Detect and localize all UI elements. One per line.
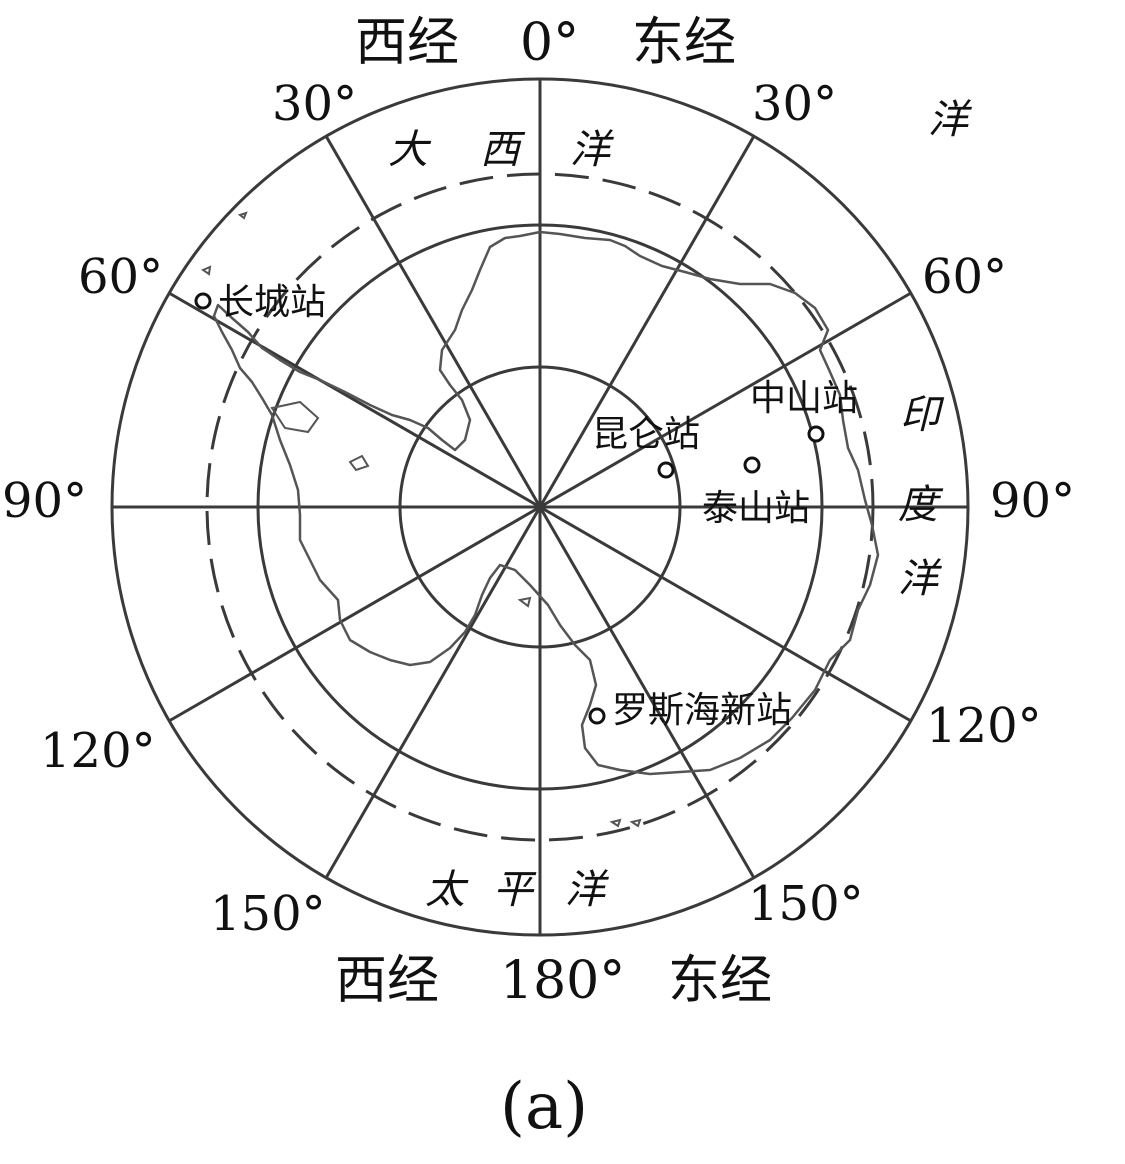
degree-label-90w: 90° — [2, 473, 87, 529]
degree-label-30w: 30° — [272, 76, 357, 132]
top-east-label: 东经 — [632, 13, 736, 73]
island — [237, 211, 248, 220]
meridians — [112, 79, 968, 935]
island — [629, 818, 642, 828]
top-west-label: 西经 — [355, 13, 459, 73]
top-degree-label: 0° — [520, 13, 579, 73]
degree-label-150e: 150° — [748, 876, 864, 932]
station-marker-kunlun[interactable] — [657, 461, 675, 479]
degree-label-30e: 30° — [752, 76, 837, 132]
island — [517, 596, 532, 608]
station-marker-taishan[interactable] — [743, 456, 761, 474]
station-markers — [194, 292, 825, 725]
station-label-zhongshan: 中山站 — [750, 378, 858, 419]
island — [348, 454, 370, 472]
island — [200, 265, 212, 276]
pacific-char-1: 太 — [425, 867, 469, 913]
bottom-east-label: 东经 — [668, 951, 772, 1011]
indian-char-2: 度 — [898, 482, 944, 528]
degree-label-90e: 90° — [990, 473, 1075, 529]
station-marker-ross-sea[interactable] — [588, 707, 606, 725]
ocean-char-top-right: 洋 — [928, 97, 972, 143]
meridian-60e-120w — [168, 291, 912, 723]
atlantic-char-2: 西 — [480, 127, 526, 173]
indian-char-1: 印 — [900, 392, 945, 438]
station-marker-changcheng[interactable] — [194, 292, 212, 310]
island — [609, 818, 622, 828]
degree-label-120e: 120° — [926, 698, 1042, 754]
bottom-west-label: 西经 — [335, 951, 439, 1011]
pacific-char-2: 平 — [493, 867, 537, 913]
station-label-ross-sea: 罗斯海新站 — [612, 690, 792, 731]
indian-char-3: 洋 — [898, 556, 942, 602]
atlantic-char-3: 洋 — [570, 127, 614, 173]
antarctica-coastline — [212, 230, 880, 776]
panel-label: (a) — [500, 1070, 588, 1144]
degree-label-60w: 60° — [78, 249, 163, 305]
station-label-changcheng: 长城站 — [218, 282, 326, 323]
station-marker-zhongshan[interactable] — [807, 425, 825, 443]
station-label-kunlun: 昆仑站 — [592, 414, 700, 455]
degree-label-150w: 150° — [210, 886, 326, 942]
atlantic-char-1: 大 — [388, 127, 432, 173]
degree-label-60e: 60° — [922, 249, 1007, 305]
bottom-degree-label: 180° — [500, 951, 625, 1011]
island — [270, 400, 320, 434]
station-label-taishan: 泰山站 — [702, 488, 810, 529]
pacific-char-3: 洋 — [565, 867, 609, 913]
degree-label-120w: 120° — [40, 723, 156, 779]
coastline-islands — [200, 211, 642, 828]
